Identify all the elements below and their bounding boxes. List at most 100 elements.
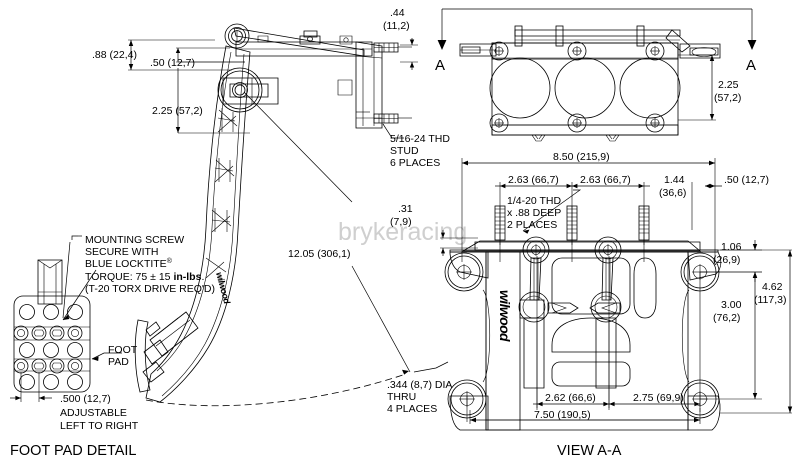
note-foot-pad: FOOT PAD [91,344,138,368]
dim-106-label: 1.06 [721,241,742,253]
top-view-bottom-tabs [531,134,620,142]
dim-144-label: 1.44 [664,174,685,186]
dia-note-line1: .344 (8,7) DIA [387,379,452,391]
bottom-view: 8.50 (215,9) 2.63 (66,7) 2.63 (66,7) 1.4… [390,151,793,459]
screw-leader [62,269,97,321]
dim-088-label: .88 (22,4) [92,49,137,61]
dim-500-label: .500 (12,7) [60,393,111,405]
dim-225-top: 2.25 (57,2) [678,54,741,121]
watermark-text: brykeracing [338,218,467,246]
dim-225-side-label: 2.25 (57,2) [152,105,203,117]
top-view-body [489,42,681,136]
thd-note-line3: 2 PLACES [507,219,557,231]
note-stud: 5/16-24 THD STUD 6 PLACES [382,123,450,169]
bottom-view-centerlines [466,240,701,422]
dim-300-sub: (76,2) [713,312,740,324]
dim-263b-label: 2.63 (66,7) [580,174,631,186]
dim-263a-label: 2.63 (66,7) [508,174,559,186]
dim-750-label: 7.50 (190,5) [534,409,591,421]
dim-225-side: 2.25 (57,2) [152,61,250,134]
top-view-clevis-right [665,29,721,59]
screw-note-line5: (T-20 TORX DRIVE REQ'D) [85,283,215,295]
top-view-posts [514,25,681,47]
dim-row-263: 2.63 (66,7) 2.63 (66,7) 1.44 (36,6) .50 … [495,174,769,245]
note-dia: .344 (8,7) DIA THRU 4 PLACES [387,361,452,415]
dim-044-sub: (11,2) [383,20,410,32]
dia-note-line3: 4 PLACES [387,403,437,415]
adjust-note-line2: LEFT TO RIGHT [60,420,139,432]
travel-arc [145,373,407,407]
foot-pad-plate [13,295,91,393]
dim-050-label: .50 (12,7) [150,57,195,69]
mounting-bracket [337,41,383,129]
foot-pad-detail-view: MOUNTING SCREW SECURE WITH BLUE LOCKTITE… [10,234,215,459]
top-view: A A [435,8,757,142]
dim-144-sub: (36,6) [659,187,686,199]
section-arrows: A A [435,8,757,74]
dim-262-label: 2.62 (66,6) [545,392,596,404]
dim-044-label: .44 [390,7,405,19]
dim-1205: 12.05 (306,1) [243,91,411,375]
dim-750: 7.50 (190,5) [469,409,701,424]
dim-500: .500 (12,7) ADJUSTABLE LEFT TO RIGHT [10,372,139,432]
section-letter-right: A [746,57,756,74]
pedal-upper-bracket [233,27,373,57]
adjust-note-line1: ADJUSTABLE [60,407,127,419]
screw-note-line1: MOUNTING SCREW [85,234,184,246]
top-view-clevis-left [459,43,497,57]
stud-note-line1: 5/16-24 THD [390,133,450,145]
dim-850-label: 8.50 (215,9) [553,151,610,163]
thd-note-line1: 1/4-20 THD [507,195,561,207]
foot-pad-mount [134,311,199,393]
foot-pad-hole-row-1 [19,304,83,320]
view-aa-title: VIEW A-A [557,443,622,459]
top-view-bosses-lower [489,113,665,133]
dim-row-262-275: 2.62 (66,6) 2.75 (69,9) [533,320,701,410]
screw-note-line4: TORQUE: 75 ± 15 in-lbs. [85,271,204,283]
dim-031-label: .31 [398,203,413,215]
stud-note-line2: STUD [390,145,419,157]
wilwood-logo-bottom: wilwood [497,290,513,342]
note-thd: 1/4-20 THD x .88 DEEP 2 PLACES [507,189,582,234]
foot-pad-bracket [37,259,63,305]
thd-note-line2: x .88 DEEP [507,207,561,219]
bottom-view-pivots [518,236,622,389]
dim-050b-label: .50 (12,7) [724,174,769,186]
dim-088: .88 (22,4) [92,39,232,71]
top-view-bosses-upper [489,41,665,61]
dim-462-sub: (117,3) [754,294,787,306]
dim-300-label: 3.00 [721,299,742,311]
foot-pad-screw-row-1 [13,325,83,341]
stud-lower [356,111,412,124]
pedal-arm: wilwood [145,45,251,403]
foot-pad-hole-row-3 [19,374,83,390]
foot-pad-note-line2: PAD [108,356,129,368]
dia-note-line2: THRU [387,391,416,403]
bottom-view-mount-ears [444,251,722,431]
upper-pivot [224,23,250,49]
screw-note-line3: BLUE LOCKTITE® [85,257,173,270]
note-mounting-screw: MOUNTING SCREW SECURE WITH BLUE LOCKTITE… [62,234,215,319]
foot-pad-screw-row-2 [13,358,83,374]
dim-050: .50 (12,7) [150,47,245,69]
dim-031: .31 (7,9) [390,203,478,256]
dim-031-sub: (7,9) [390,216,412,228]
screw-note-line2: SECURE WITH [85,246,159,258]
wilwood-logo-arm: wilwood [214,271,232,305]
foot-pad-hole-row-2 [19,342,83,358]
dim-462-label: 4.62 [762,281,783,293]
dim-850: 8.50 (215,9) [461,151,716,262]
foot-pad-detail-title: FOOT PAD DETAIL [10,443,137,459]
foot-pad-note-line1: FOOT [108,344,138,356]
dim-044: .44 (11,2) [383,7,418,70]
stud-note-line3: 6 PLACES [390,157,440,169]
dim-462: 4.62 (117,3) [720,249,793,414]
dim-300: 3.00 (76,2) [700,271,762,400]
dim-275-label: 2.75 (69,9) [633,392,684,404]
dim-225-top-sub: (57,2) [714,92,741,104]
dim-106-sub: (26,9) [713,254,740,266]
section-letter-left: A [435,57,445,74]
dim-225-top-label: 2.25 [718,79,739,91]
